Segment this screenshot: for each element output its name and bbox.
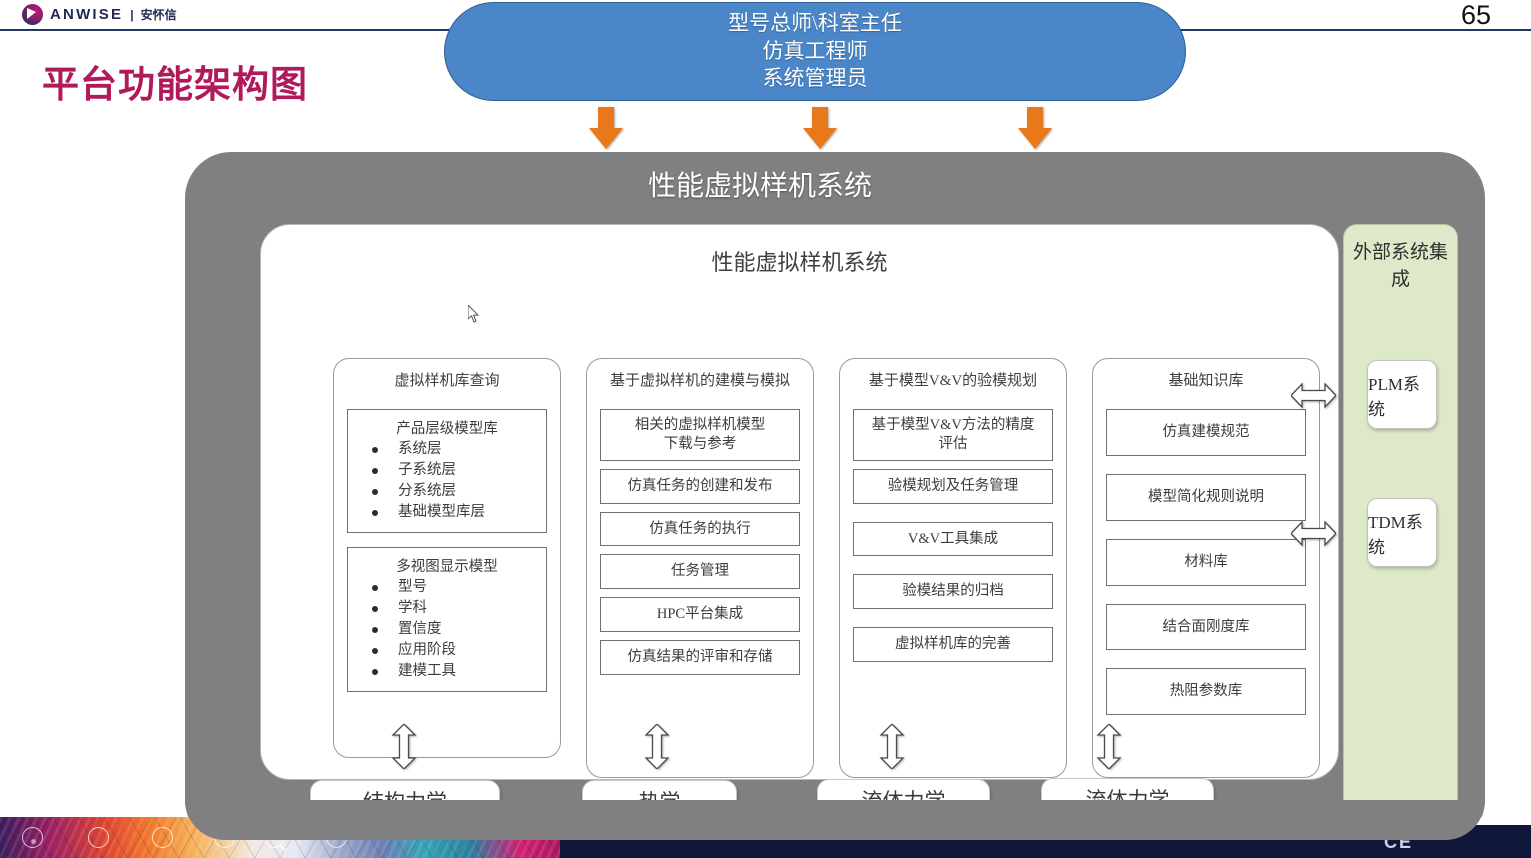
column-title: 基础知识库 — [1168, 373, 1244, 389]
column-knowledge-base[interactable]: 基础知识库 仿真建模规范 模型简化规则说明 材料库 结合面刚度库 热阻参数库 — [1092, 358, 1320, 778]
chevron-icon[interactable] — [152, 827, 173, 848]
role-banner: 型号总师\科室主任 仿真工程师 系统管理员 — [444, 2, 1186, 101]
cell-material-library[interactable]: 材料库 — [1106, 538, 1306, 586]
column-modeling-simulation[interactable]: 基于虚拟样机的建模与模拟 相关的虚拟样机模型 下载与参考 仿真任务的创建和发布 … — [586, 358, 814, 778]
role-line-2: 仿真工程师 — [762, 38, 868, 63]
listbox-title: 多视图显示模型 — [396, 559, 498, 576]
system-container-bottom-overlay — [185, 800, 1485, 840]
listbox-multiview-model[interactable]: 多视图显示模型 型号 学科 置信度 应用阶段 建模工具 — [347, 547, 547, 693]
external-systems-title: 外部系统集成 — [1352, 242, 1448, 290]
column-body: 相关的虚拟样机模型 下载与参考 仿真任务的创建和发布 仿真任务的执行 任务管理 … — [587, 405, 813, 697]
circle-icon[interactable] — [22, 827, 43, 848]
cell-prototype-library-improve[interactable]: 虚拟样机库的完善 — [853, 627, 1053, 663]
cell-joint-stiffness-library[interactable]: 结合面刚度库 — [1106, 603, 1306, 651]
down-arrow-icon-3 — [1018, 107, 1052, 149]
play-icon[interactable] — [88, 827, 109, 848]
brand-logo: ANWISE | 安怀信 — [22, 4, 177, 25]
brand-name-cn: 安怀信 — [140, 8, 177, 22]
role-line-3: 系统管理员 — [762, 66, 868, 91]
cell-vv-plan-task-mgmt[interactable]: 验模规划及任务管理 — [853, 468, 1053, 504]
arrow-head — [1018, 128, 1052, 149]
listbox-title: 产品层级模型库 — [396, 421, 498, 437]
external-system-tdm[interactable]: TDM系统 — [1367, 498, 1437, 567]
external-systems-panel: 外部系统集成 PLM系统 TDM系统 — [1343, 224, 1458, 858]
arrow-stem — [1027, 107, 1043, 129]
system-title-inner: 性能虚拟样机系统 — [711, 250, 888, 275]
cell-modeling-spec[interactable]: 仿真建模规范 — [1106, 409, 1306, 456]
down-arrow-icon-1 — [589, 107, 623, 149]
list-item: 置信度 — [372, 619, 540, 640]
list-item: 分系统层 — [372, 481, 540, 502]
system-inner-panel: 性能虚拟样机系统 虚拟样机库查询 产品层级模型库 系统层 子系统层 分系统层 基… — [260, 224, 1339, 780]
cell-simplification-rules[interactable]: 模型简化规则说明 — [1106, 473, 1306, 521]
arrow-stem — [812, 107, 828, 129]
system-title-outer: 性能虚拟样机系统 — [647, 171, 872, 202]
list-item: 学科 — [372, 598, 540, 619]
column-title: 基于虚拟样机的建模与模拟 — [609, 373, 790, 389]
double-arrow-icon-plm — [1291, 382, 1336, 409]
column-vv-planning[interactable]: 基于模型V&V的验模规划 基于模型V&V方法的精度 评估 验模规划及任务管理 V… — [839, 358, 1067, 778]
column-body: 基于模型V&V方法的精度 评估 验模规划及任务管理 V&V工具集成 验模结果的归… — [840, 405, 1066, 684]
list-item: 基础模型库层 — [372, 502, 540, 523]
external-system-plm[interactable]: PLM系统 — [1367, 360, 1437, 429]
cell-vv-accuracy-assessment[interactable]: 基于模型V&V方法的精度 评估 — [853, 409, 1053, 461]
cell-task-create-publish[interactable]: 仿真任务的创建和发布 — [600, 468, 800, 504]
list-item: 型号 — [372, 577, 540, 598]
listbox-items: 系统层 子系统层 分系统层 基础模型库层 — [354, 439, 540, 523]
double-arrow-icon-discipline-4 — [1096, 724, 1122, 769]
double-arrow-icon-discipline-2 — [644, 724, 670, 769]
cell-vv-result-archive[interactable]: 验模结果的归档 — [853, 574, 1053, 610]
down-arrow-icon-2 — [803, 107, 837, 149]
cell-thermal-resistance-library[interactable]: 热阻参数库 — [1106, 668, 1306, 716]
taskbar-right-accent — [1436, 817, 1531, 825]
list-item: 应用阶段 — [372, 640, 540, 661]
list-item: 建模工具 — [372, 661, 540, 682]
column-title: 基于模型V&V的验模规划 — [868, 373, 1038, 389]
column-body: 产品层级模型库 系统层 子系统层 分系统层 基础模型库层 多视图显示模型 型号 … — [334, 405, 560, 720]
system-container: 性能虚拟样机系统 性能虚拟样机系统 虚拟样机库查询 产品层级模型库 系统层 子系… — [185, 152, 1485, 858]
page-title: 平台功能架构图 — [42, 64, 308, 105]
list-item: 系统层 — [372, 439, 540, 460]
arrow-head — [803, 128, 837, 149]
arrow-stem — [598, 107, 614, 129]
cell-result-review-storage[interactable]: 仿真结果的评审和存储 — [600, 640, 800, 675]
double-arrow-icon-discipline-3 — [879, 724, 905, 769]
cell-vv-tool-integration[interactable]: V&V工具集成 — [853, 521, 1053, 557]
role-line-1: 型号总师\科室主任 — [728, 10, 902, 35]
listbox-product-hierarchy[interactable]: 产品层级模型库 系统层 子系统层 分系统层 基础模型库层 — [347, 409, 547, 534]
column-body: 仿真建模规范 模型简化规则说明 材料库 结合面刚度库 热阻参数库 — [1093, 405, 1319, 737]
list-item: 子系统层 — [372, 460, 540, 481]
mouse-cursor — [467, 303, 480, 323]
cell-task-execute[interactable]: 仿真任务的执行 — [600, 511, 800, 547]
brand-name: ANWISE — [50, 6, 124, 23]
column-virtual-prototype-query[interactable]: 虚拟样机库查询 产品层级模型库 系统层 子系统层 分系统层 基础模型库层 多视图… — [333, 358, 561, 758]
double-arrow-icon-tdm — [1291, 520, 1336, 547]
cell-hpc-integration[interactable]: HPC平台集成 — [600, 597, 800, 633]
cell-task-management[interactable]: 任务管理 — [600, 554, 800, 590]
cell-model-download[interactable]: 相关的虚拟样机模型 下载与参考 — [600, 409, 800, 461]
double-arrow-icon-discipline-1 — [391, 724, 417, 769]
anwise-logo-icon — [22, 4, 43, 25]
listbox-items: 型号 学科 置信度 应用阶段 建模工具 — [354, 577, 540, 682]
column-title: 虚拟样机库查询 — [394, 373, 500, 389]
brand-separator: | — [130, 7, 134, 22]
page-number: 65 — [1460, 0, 1491, 30]
arrow-head — [589, 128, 623, 149]
